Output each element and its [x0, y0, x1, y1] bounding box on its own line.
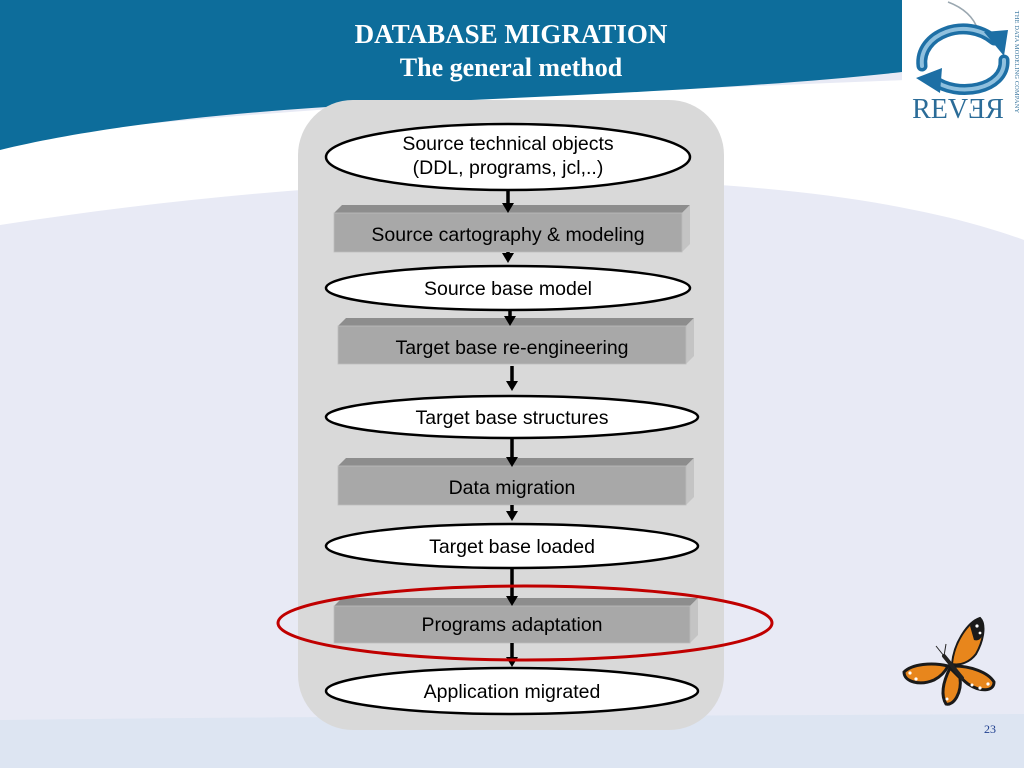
flow-arrow-4 — [506, 366, 518, 391]
flow-node-source-base-model: Source base model — [324, 264, 692, 312]
step-box-side — [686, 458, 694, 505]
step-box-top — [334, 205, 690, 213]
flow-node-source-technical-objects: Source technical objects (DDL, programs,… — [324, 122, 692, 192]
flow-step-programs-adaptation: Programs adaptation — [333, 598, 698, 644]
logo-tagline: THE DATA MODELING COMPANY — [1013, 11, 1020, 114]
rever-logo: REVƎЯ THE DATA MODELING COMPANY — [902, 0, 1024, 127]
footer-band — [0, 714, 1024, 768]
logo-swirl-icon — [916, 23, 1010, 96]
flow-step-target-base-reengineering: Target base re-engineering — [337, 318, 694, 365]
butterfly-image — [902, 616, 996, 706]
node-label: Target base structures — [416, 407, 609, 429]
butterfly-forewing-tip — [970, 619, 984, 641]
butterfly-lower-wing — [941, 665, 962, 706]
step-box-side — [686, 318, 694, 364]
header-band — [0, 0, 902, 150]
flow-arrow-1 — [502, 190, 514, 213]
flow-node-target-base-loaded: Target base loaded — [324, 522, 700, 570]
step-box-face — [333, 212, 683, 253]
flow-node-application-migrated: Application migrated — [324, 666, 700, 716]
page-subtitle: The general method — [400, 53, 623, 82]
node-label: Source cartography & modeling — [371, 224, 644, 246]
node-label-line-1: Source technical objects — [402, 133, 614, 155]
flow-step-data-migration: Data migration — [337, 458, 694, 506]
logo-wordmark: REVƎЯ — [912, 94, 1004, 125]
highlight-ellipse — [276, 584, 774, 662]
node-label: Data migration — [449, 477, 576, 499]
page-number: 23 — [984, 722, 996, 736]
flow-arrow-7 — [506, 568, 518, 606]
node-label: Application migrated — [424, 681, 601, 703]
node-label: Source base model — [424, 278, 592, 300]
node-label: Target base loaded — [429, 536, 595, 558]
step-box-top — [338, 318, 694, 326]
flow-node-target-base-structures: Target base structures — [324, 394, 700, 440]
step-box-side — [690, 598, 698, 643]
step-box-face — [337, 465, 687, 506]
node-ellipse — [324, 666, 700, 716]
flow-arrow-3 — [504, 310, 516, 326]
step-box-side — [682, 205, 690, 252]
node-label-line-2: (DDL, programs, jcl,..) — [413, 157, 604, 179]
node-ellipse — [324, 264, 692, 312]
step-box-top — [334, 598, 698, 606]
node-label: Programs adaptation — [421, 614, 602, 636]
step-box-face — [337, 325, 687, 365]
step-box-face — [333, 605, 691, 644]
page-title: DATABASE MIGRATION — [355, 19, 668, 49]
flow-arrow-2 — [502, 252, 514, 263]
flow-arrow-6 — [506, 505, 518, 521]
flow-arrow-5 — [506, 438, 518, 467]
butterfly-body — [942, 654, 964, 680]
step-box-top — [338, 458, 694, 466]
flow-step-source-cartography: Source cartography & modeling — [333, 205, 690, 253]
node-label: Target base re-engineering — [395, 337, 628, 359]
